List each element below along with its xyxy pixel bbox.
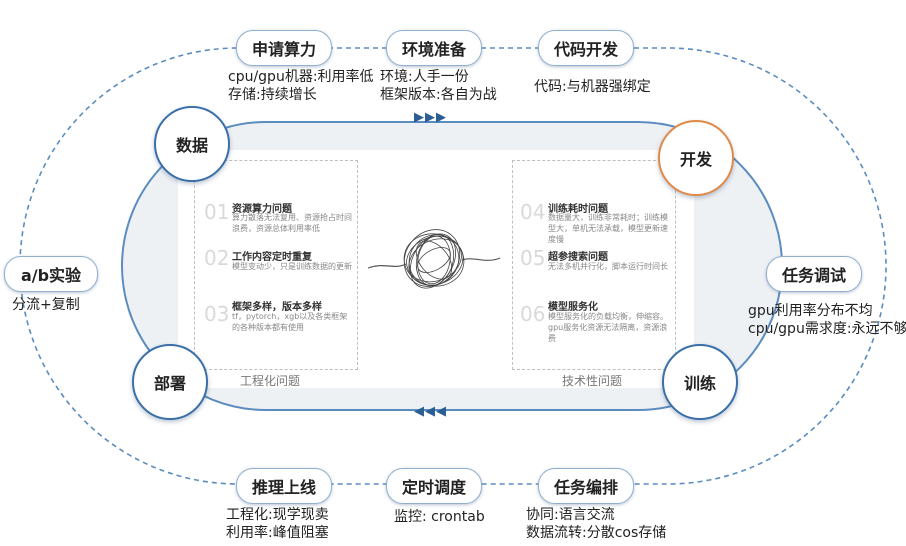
item-number: 02	[204, 246, 230, 270]
step-note: 工程化:现学现卖	[226, 507, 329, 523]
circle-train: 训练	[662, 344, 738, 420]
item-title: 工作内容定时重复	[232, 252, 312, 263]
item-desc: 无法多机并行化，脚本运行时间长	[548, 262, 668, 271]
item-title: 模型服务化	[548, 302, 598, 313]
item-title: 资源算力问题	[232, 204, 292, 215]
step-note: 分流+复制	[12, 297, 80, 313]
item-title: 框架多样，版本多样	[232, 302, 322, 313]
step-code-dev: 代码开发	[538, 30, 634, 66]
right-problem-box	[512, 160, 676, 370]
item-number: 01	[204, 200, 230, 224]
item-number: 03	[204, 302, 230, 326]
item-number: 06	[520, 302, 546, 326]
forward-arrows-icon: ▶▶▶	[414, 110, 447, 125]
item-desc: 模型服务化的负载均衡，伸缩容。gpu服务化资源无法隔离，资源浪费	[548, 312, 668, 343]
step-note: 监控: crontab	[394, 509, 485, 525]
step-note: gpu利用率分布不均	[748, 303, 873, 319]
step-note: 存储:持续增长	[228, 87, 317, 103]
item-desc: 数据量大，训练非常耗时；训练模型大，单机无法承载，模型更新速度慢	[548, 213, 668, 244]
item-desc: 算力散落无法复用、资源抢占时间浪费，资源总体利用率低	[232, 213, 352, 233]
center-panel: 01 资源算力问题 算力散落无法复用、资源抢占时间浪费，资源总体利用率低 02 …	[178, 150, 694, 388]
step-inference-online: 推理上线	[236, 468, 332, 504]
tangled-yarn-icon	[367, 229, 501, 289]
left-box-caption: 工程化问题	[240, 374, 301, 388]
step-ab-test: a/b实验	[4, 256, 98, 292]
item-desc: tf，pytorch，xgb以及各类框架的各种版本都有使用	[232, 312, 348, 332]
item-number: 05	[520, 246, 546, 270]
item-title: 超参搜索问题	[548, 252, 608, 263]
step-task-orchestration: 任务编排	[538, 468, 634, 504]
step-apply-compute: 申请算力	[236, 30, 332, 66]
item-title: 训练耗时问题	[548, 204, 608, 215]
item-number: 04	[520, 200, 546, 224]
circle-data: 数据	[154, 106, 230, 182]
step-env-prep: 环境准备	[386, 30, 482, 66]
backward-arrows-icon: ◀◀◀	[414, 404, 447, 419]
step-note: 环境:人手一份	[380, 69, 469, 85]
step-note: 框架版本:各自为战	[380, 87, 497, 103]
circle-dev: 开发	[658, 120, 734, 196]
step-note: 利用率:峰值阻塞	[226, 525, 329, 541]
step-note: cpu/gpu需求度:永远不够	[748, 321, 906, 337]
step-note: 数据流转:分散cos存储	[526, 525, 667, 541]
circle-deploy: 部署	[132, 344, 208, 420]
step-note: 代码:与机器强绑定	[534, 79, 651, 95]
step-scheduled: 定时调度	[386, 468, 482, 504]
step-note: 协同:语言交流	[526, 507, 615, 523]
step-note: cpu/gpu机器:利用率低	[228, 69, 374, 85]
item-desc: 模型变动少，只是训练数据的更新	[232, 262, 352, 271]
right-box-caption: 技术性问题	[562, 374, 623, 388]
left-problem-box	[194, 160, 358, 370]
step-task-debug: 任务调试	[766, 256, 862, 292]
